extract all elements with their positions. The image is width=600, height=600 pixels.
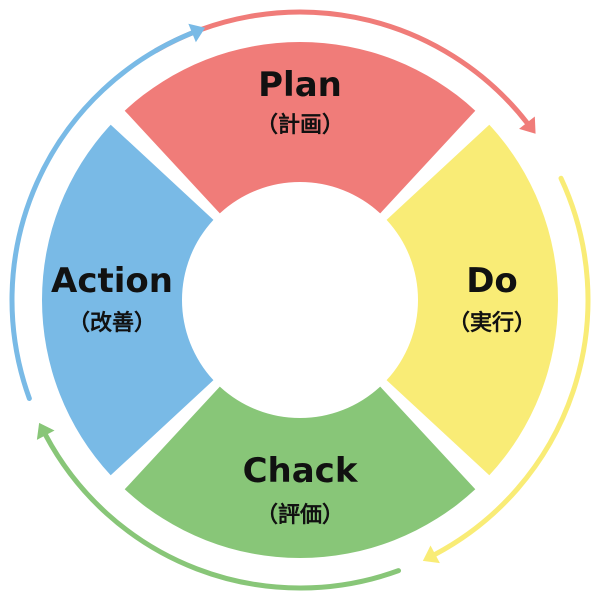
cycle-segments — [41, 41, 558, 558]
segment-labels: Plan （計画） Do （実行） Chack （評価） Action （改善） — [51, 65, 536, 528]
do-arrowhead — [422, 545, 440, 564]
chack-subtitle: （評価） — [256, 502, 344, 528]
plan-title: Plan — [258, 65, 342, 105]
chack-arrow — [43, 432, 402, 591]
cycle-arrows — [9, 9, 591, 591]
do-title: Do — [466, 261, 518, 301]
chack-arrowhead — [36, 422, 55, 440]
action-title: Action — [51, 261, 173, 301]
do-subtitle: （実行） — [448, 310, 536, 336]
plan-arrow — [153, 9, 530, 126]
chack-segment — [124, 386, 476, 558]
plan-arrowhead — [519, 116, 536, 134]
action-segment — [41, 124, 214, 476]
action-subtitle: （改善） — [68, 310, 156, 336]
action-arrowhead — [188, 23, 206, 43]
action-arrow — [9, 30, 195, 402]
do-segment — [386, 124, 558, 476]
plan-segment — [124, 41, 476, 214]
chack-title: Chack — [243, 451, 359, 491]
plan-subtitle: （計画） — [256, 112, 344, 138]
do-arrow — [432, 175, 591, 557]
